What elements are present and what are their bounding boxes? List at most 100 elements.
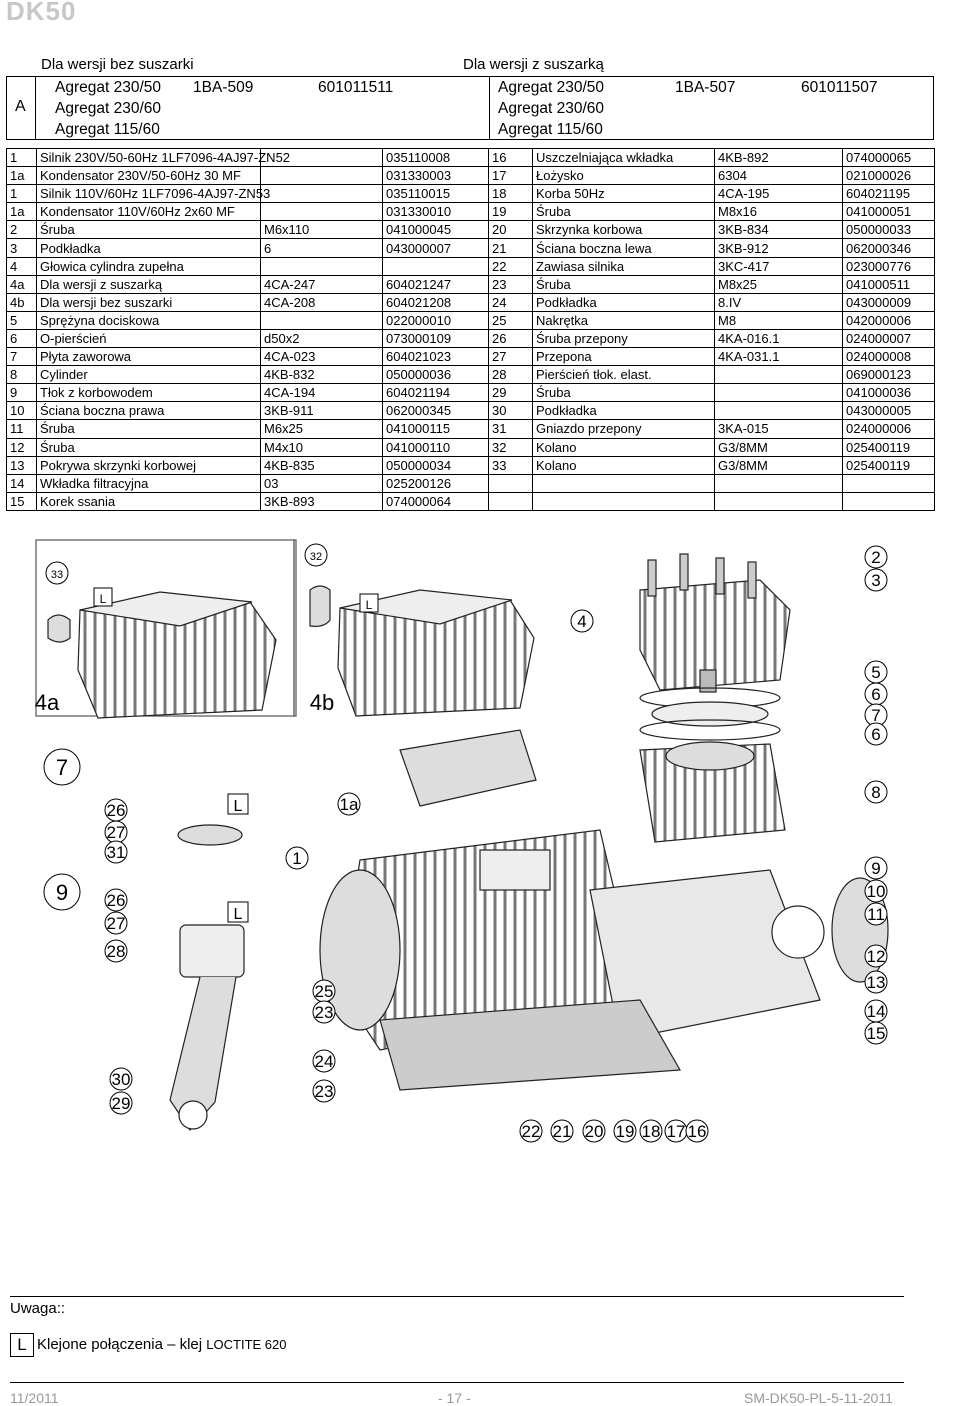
loctite-mark: L [359,593,379,613]
right-item-no: 17 [488,166,533,186]
svg-text:2: 2 [871,548,880,567]
right-item-name: Skrzynka korbowa [532,220,715,240]
svg-text:20: 20 [585,1122,604,1141]
callout-7: 7 [864,703,888,727]
callout-22: 22 [519,1119,543,1143]
left-item-name: Śruba [36,437,261,457]
callout-14: 14 [864,999,888,1023]
left-unit-name: Agregat 115/60 [55,121,160,138]
callout-17: 17 [664,1119,688,1143]
left-item-number: 062000345 [382,401,489,421]
left-item-no: 10 [6,401,37,421]
left-item-number: 041000115 [382,419,489,439]
left-item-number: 604021023 [382,347,489,367]
callout-1: 1 [285,846,309,870]
left-item-number: 025200126 [382,473,489,493]
bearing-17 [771,905,825,959]
right-item-name [532,473,715,493]
right-item-name: Śruba przepony [532,328,715,349]
left-unit-name: Agregat 230/50 [55,79,162,96]
right-item-type: 3KB-912 [714,238,843,258]
left-item-type: M6x110 [260,220,383,240]
svg-text:32: 32 [310,551,322,563]
right-unit-name: Agregat 230/50 [498,79,605,96]
left-item-name: Wkładka filtracyjna [36,473,261,493]
callout-8: 8 [864,780,888,804]
note-text-main: Klejone połączenia – klej [37,1336,207,1353]
right-item-type: 4CA-195 [714,184,843,204]
callout-29: 29 [109,1091,133,1115]
left-item-name: Kondensator 230V/50-60Hz 30 MF [36,166,261,186]
left-item-type: 03 [260,473,383,493]
callout-26: 26 [104,888,128,912]
piston-9 [179,924,245,978]
svg-text:12: 12 [867,947,886,966]
callout-30: 30 [109,1067,133,1091]
left-item-type: 4KB-832 [260,365,383,385]
left-item-number [382,256,489,276]
right-item-type: 3KC-417 [714,256,843,276]
right-item-no: 22 [488,256,533,276]
header-row-3: Agregat 115/60 Agregat 115/60 [7,119,933,140]
left-item-type [260,166,383,186]
left-item-type: d50x2 [260,328,383,349]
left-item-no: 14 [6,473,37,493]
left-item-number: 035110015 [382,184,489,204]
callout-11: 11 [864,902,888,926]
left-item-no: 4a [6,274,37,294]
left-item-no: 13 [6,455,37,475]
left-item-type: M6x25 [260,419,383,439]
callout-19: 19 [613,1119,637,1143]
right-item-number: 043000009 [842,292,935,312]
footer-divider [10,1382,904,1383]
svg-text:7: 7 [871,706,880,725]
left-item-number: 043000007 [382,238,489,258]
left-item-no: 1 [6,184,37,204]
callout-23: 23 [312,1000,336,1024]
left-item-no: 4b [6,292,37,312]
left-item-type: 4CA-194 [260,383,383,403]
left-item-name: Śruba [36,419,261,439]
right-item-name: Ściana boczna lewa [532,238,715,258]
left-item-number: 604021194 [382,383,489,403]
right-item-type [714,401,843,421]
callout-21: 21 [550,1119,574,1143]
callout-12: 12 [864,944,888,968]
svg-text:3: 3 [871,571,880,590]
label-9: 9 [43,873,81,911]
right-item-no: 30 [488,401,533,421]
elbow-32 [309,585,331,627]
right-item-number [842,473,935,493]
header-divider [489,77,490,139]
left-item-type: 4KB-835 [260,455,383,475]
right-item-name: Korba 50Hz [532,184,715,204]
right-unit-name: Agregat 230/60 [498,100,605,117]
svg-text:18: 18 [642,1122,661,1141]
left-item-number: 050000034 [382,455,489,475]
right-item-no [488,473,533,493]
left-item-name: Tłok z korbowodem [36,383,261,403]
footer-page-number: - 17 - [438,1390,471,1406]
right-item-number: 604021195 [842,184,935,204]
left-item-name: Śruba [36,220,261,240]
right-item-no: 21 [488,238,533,258]
callout-33: 33 [45,561,69,585]
right-item-type: 4KB-892 [714,147,843,168]
callout-5: 5 [864,660,888,684]
right-unit-name: Agregat 115/60 [498,121,603,138]
right-item-type: 8.IV [714,292,843,312]
left-item-type [260,256,383,276]
right-item-no: 16 [488,147,533,168]
left-item-no: 7 [6,347,37,367]
crankcase-20 [589,869,821,1041]
right-item-no: 26 [488,328,533,349]
callout-25: 25 [312,979,336,1003]
right-item-number: 024000006 [842,419,935,439]
